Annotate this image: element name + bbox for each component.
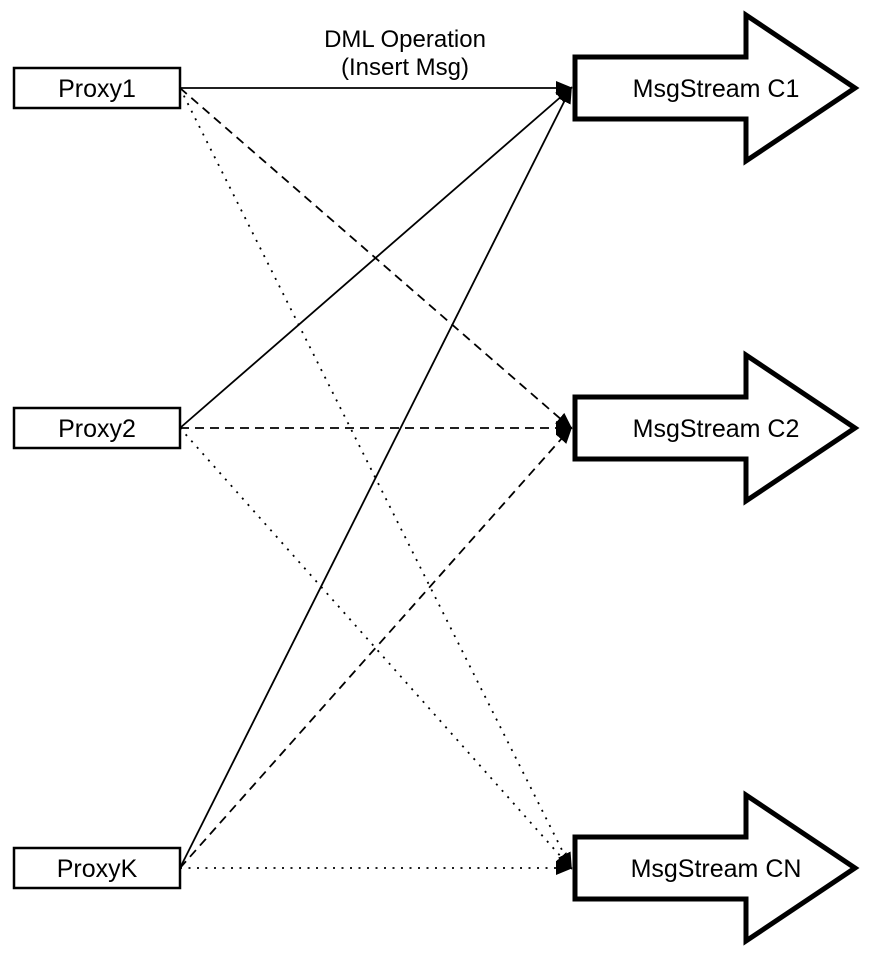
node-proxyk: ProxyK (12, 846, 182, 890)
edge-proxyk-msgstream-c2 (179, 426, 573, 869)
proxy2-box (12, 406, 182, 450)
node-msgstream-c2: MsgStream C2 (572, 350, 860, 506)
diagram-title: DML Operation (Insert Msg) (324, 26, 486, 81)
node-proxy1: Proxy1 (12, 66, 182, 110)
diagram-title-line1: DML Operation (324, 26, 486, 53)
edge-group (179, 81, 573, 875)
node-msgstream-cn: MsgStream CN (572, 790, 860, 946)
node-msgstream-c1: MsgStream C1 (572, 10, 860, 166)
proxy2-label: Proxy2 (58, 415, 136, 443)
proxy1-box (12, 66, 182, 110)
msgstream-cn-arrow-shape (572, 790, 860, 946)
proxyk-label: ProxyK (57, 855, 138, 883)
edge-proxy2-msgstream-c1 (179, 86, 573, 429)
msgstream-c1-arrow-shape (572, 10, 860, 166)
msgstream-cn-label: MsgStream CN (631, 855, 802, 883)
msgstream-c2-arrow-shape (572, 350, 860, 506)
node-proxy2: Proxy2 (12, 406, 182, 450)
proxyk-box (12, 846, 182, 890)
edge-proxyk-msgstream-c1 (179, 86, 572, 869)
msgstream-c2-label: MsgStream C2 (633, 415, 800, 443)
proxy1-label: Proxy1 (58, 75, 136, 103)
msgstream-c1-label: MsgStream C1 (633, 75, 800, 103)
diagram-title-line2: (Insert Msg) (341, 54, 469, 81)
edge-proxy1-msgstream-cn (179, 87, 572, 870)
